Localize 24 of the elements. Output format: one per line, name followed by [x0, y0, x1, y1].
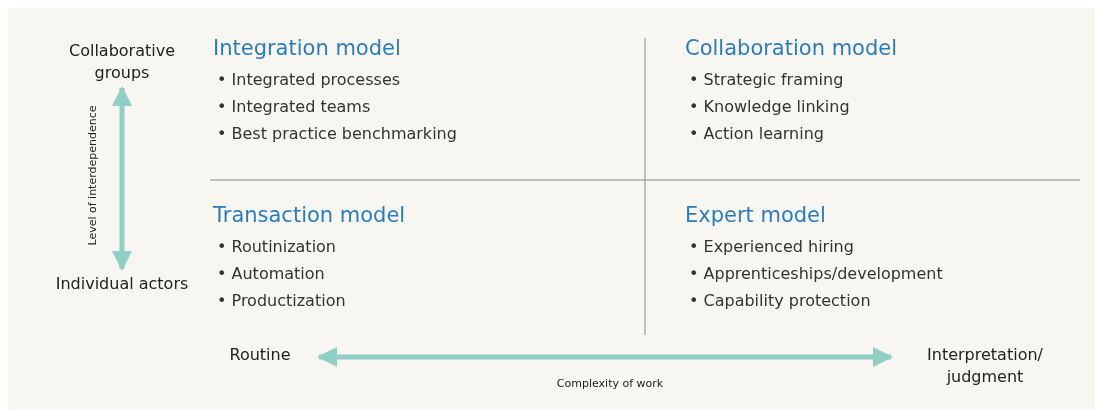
bullet-item: • Knowledge linking [689, 96, 851, 118]
axis-end-label: Routine [228, 344, 292, 366]
quadrant-title: Integration model [213, 36, 402, 60]
quadrant-title: Expert model [685, 203, 827, 227]
edge-label: Level of interdependence [85, 104, 99, 246]
quadrant-title: Collaboration model [685, 36, 899, 60]
axis-end-label: Individual actors [54, 273, 190, 295]
bullet-item: • Apprenticeships/development [689, 263, 944, 285]
bullet-item: • Capability protection [689, 290, 872, 312]
bullet-item: • Automation [217, 263, 326, 285]
double-arrow [317, 347, 893, 367]
bullet-item: • Routinization [217, 236, 337, 258]
quadrant-title: Transaction model [213, 203, 407, 227]
bullet-item: • Productization [217, 290, 347, 312]
bullet-item: • Best practice benchmarking [217, 123, 458, 145]
axis-end-label: Interpretation/ judgment [926, 344, 1044, 388]
bullet-item: • Action learning [689, 123, 825, 145]
axis-end-label: Collaborative groups [68, 40, 176, 84]
edge-label: Complexity of work [556, 376, 664, 390]
bullet-item: • Integrated processes [217, 69, 402, 91]
bullet-item: • Strategic framing [689, 69, 845, 91]
bullet-item: • Experienced hiring [689, 236, 855, 258]
bullet-item: • Integrated teams [217, 96, 372, 118]
double-arrow [112, 86, 132, 271]
